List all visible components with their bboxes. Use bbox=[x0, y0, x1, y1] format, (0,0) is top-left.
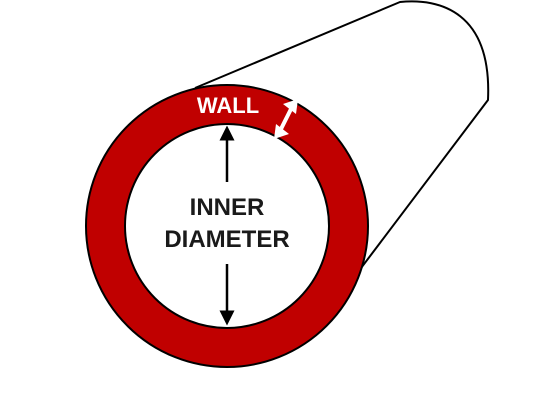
pipe-body-outline bbox=[194, 0, 490, 281]
pipe-inner-opening bbox=[124, 123, 330, 329]
inner-diameter-label-line1: INNER bbox=[190, 194, 265, 221]
wall-label: WALL bbox=[197, 93, 259, 118]
inner-diameter-label-line2: DIAMETER bbox=[164, 226, 289, 253]
double-arrow-icon bbox=[274, 99, 298, 139]
